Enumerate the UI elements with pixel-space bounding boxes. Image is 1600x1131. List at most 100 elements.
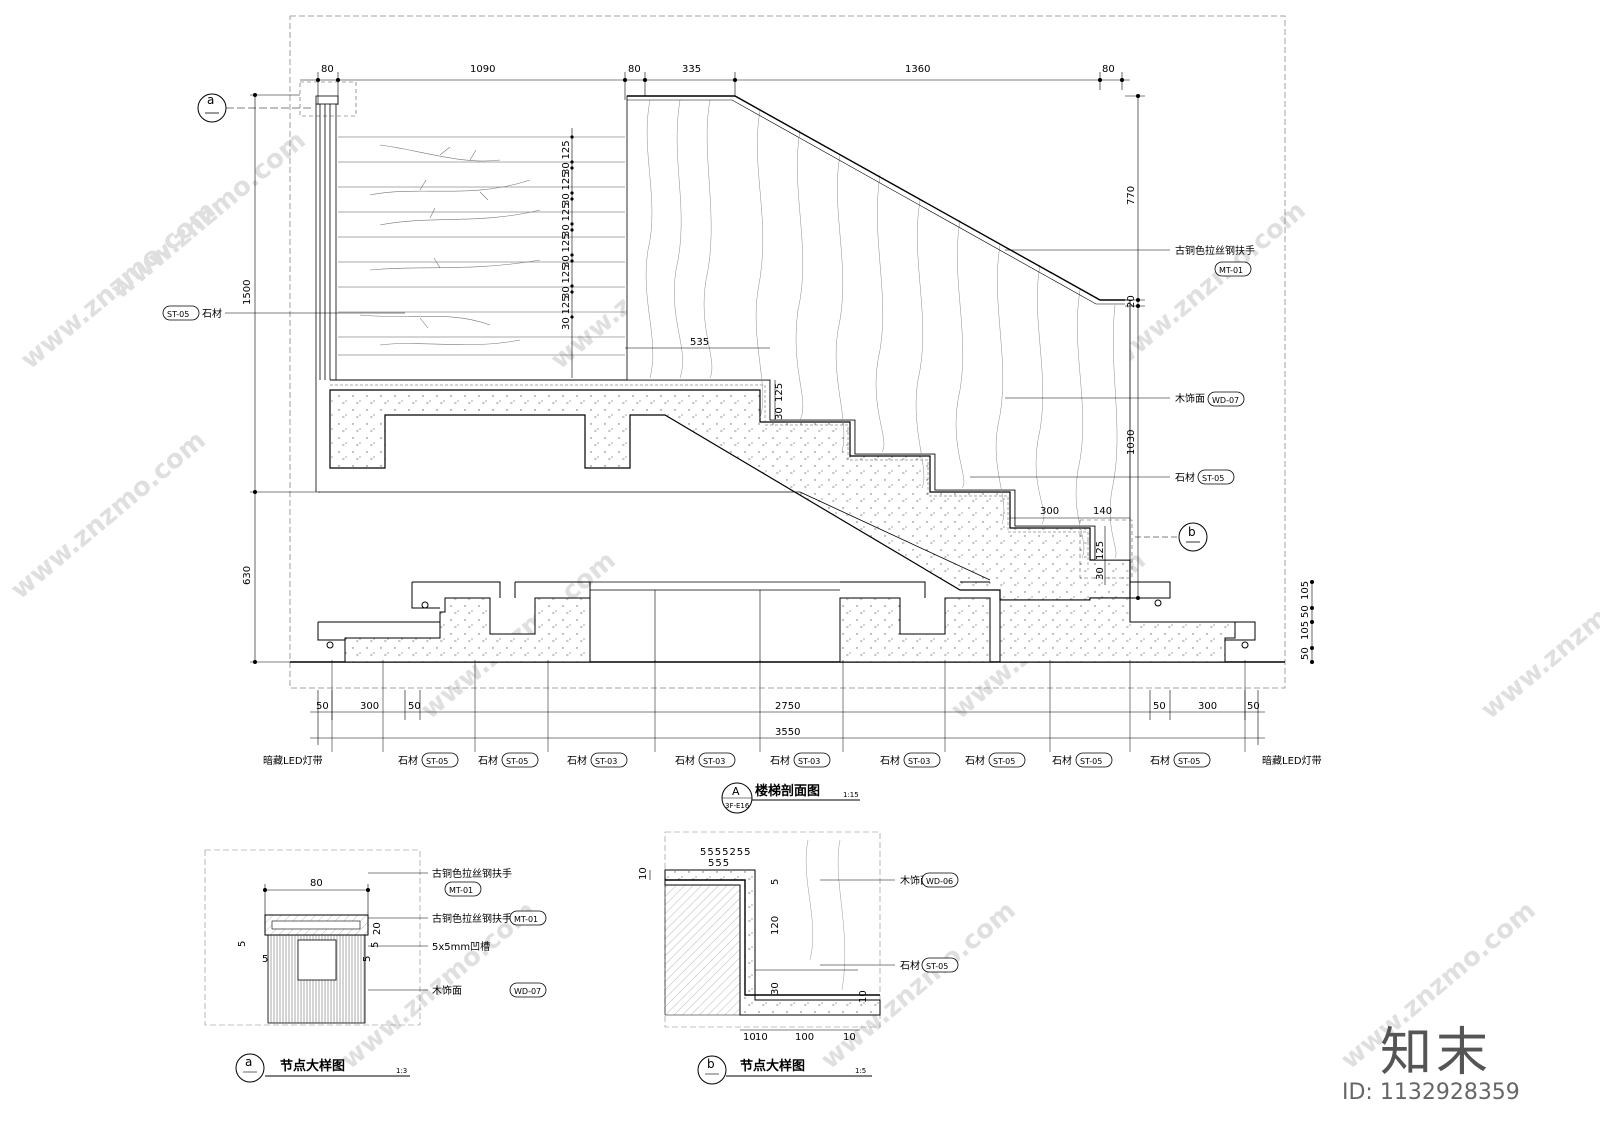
svg-text:暗藏LED灯带: 暗藏LED灯带 [1262, 754, 1322, 767]
dim-top-2: 1090 [470, 64, 495, 75]
detail-b-top-dims-2: 555 [708, 858, 730, 869]
svg-text:a: a [207, 93, 214, 107]
svg-text:10: 10 [638, 867, 649, 880]
detail-a-frame [204, 849, 421, 1026]
rail-spacing-dim: 125 [561, 264, 572, 283]
svg-text:www.znzmo.com: www.znzmo.com [1105, 195, 1311, 375]
bottom-label: 石材 ST-03 [567, 752, 628, 768]
svg-text:石材: 石材 [900, 959, 920, 972]
section-mark-b: b [1079, 519, 1208, 579]
detail-b-drawing [664, 839, 881, 1016]
dim-top-3: 80 [628, 64, 641, 75]
svg-text:ST-03: ST-03 [798, 757, 820, 766]
svg-text:125: 125 [774, 383, 785, 402]
svg-text:ST-05: ST-05 [1080, 757, 1102, 766]
detail-a-title: a 节点大样图 1:3 [235, 1053, 410, 1083]
svg-text:5: 5 [362, 956, 373, 962]
svg-text:木饰面: 木饰面 [432, 984, 462, 997]
svg-text:535: 535 [690, 337, 709, 348]
svg-text:ST-05: ST-05 [993, 757, 1015, 766]
rail-spacing-dim: 30 [561, 317, 572, 330]
bottom-label: 石材 ST-05 [478, 752, 539, 768]
svg-text:50: 50 [408, 701, 421, 712]
rail-spacing-dim: 30 [561, 224, 572, 237]
detail-a-callout: 5x5mm凹槽 [368, 940, 490, 953]
svg-text:1:5: 1:5 [855, 1067, 866, 1075]
svg-text:30: 30 [774, 407, 785, 420]
svg-text:ST-03: ST-03 [908, 757, 930, 766]
dim-top-6: 80 [1102, 64, 1115, 75]
svg-text:古铜色拉丝钢扶手: 古铜色拉丝钢扶手 [1175, 244, 1255, 257]
dim-top-4: 335 [682, 64, 701, 75]
svg-text:5: 5 [370, 942, 381, 948]
rail-spacing-dim: 30 [561, 162, 572, 175]
callout-stone-right: 石材 ST-05 [970, 469, 1235, 485]
svg-text:3550: 3550 [775, 727, 800, 738]
svg-text:300: 300 [360, 701, 379, 712]
svg-text:ST-05: ST-05 [1178, 757, 1200, 766]
brand-id: ID: 1132928359 [1342, 1080, 1520, 1105]
rail-spacing-dim: 30 [561, 286, 572, 299]
svg-text:ST-05: ST-05 [426, 757, 448, 766]
detail-a-drawing: 80 [263, 878, 370, 1024]
svg-text:ST-03: ST-03 [595, 757, 617, 766]
svg-text:300: 300 [1198, 701, 1217, 712]
rail-spacing-dim: 125 [561, 202, 572, 221]
dim-left-630: 630 [242, 566, 253, 585]
glass-rail-post [315, 95, 339, 492]
svg-text:WD-07: WD-07 [514, 987, 541, 996]
svg-text:石材: 石材 [675, 754, 695, 767]
dim-left-1500: 1500 [242, 280, 253, 305]
svg-text:50: 50 [1300, 647, 1311, 660]
svg-text:5: 5 [262, 954, 268, 965]
detail-b-title: b 节点大样图 1:5 [697, 1055, 872, 1085]
svg-text:10: 10 [843, 1032, 856, 1043]
svg-text:30: 30 [770, 982, 781, 995]
branch-pattern [359, 144, 541, 346]
svg-text:楼梯剖面图: 楼梯剖面图 [755, 783, 820, 799]
svg-text:ST-05: ST-05 [1202, 474, 1224, 483]
dim-right-1030: 1030 [1126, 430, 1137, 455]
svg-text:www.znzmo.com: www.znzmo.com [1475, 545, 1600, 725]
svg-text:30: 30 [1095, 567, 1106, 580]
callout-wood: 木饰面 WD-07 [1005, 391, 1245, 407]
svg-text:a: a [245, 1055, 252, 1069]
svg-text:MT-01: MT-01 [1219, 266, 1243, 275]
svg-text:石材: 石材 [202, 307, 222, 320]
rail-spacing-dim: 125 [561, 140, 572, 159]
horizontal-rails [338, 136, 625, 356]
drawing-frame [289, 15, 1286, 689]
svg-text:ST-05: ST-05 [506, 757, 528, 766]
svg-text:100: 100 [795, 1032, 814, 1043]
svg-text:www.znzmo.com: www.znzmo.com [815, 895, 1021, 1075]
dim-right-20: 20 [1126, 295, 1137, 308]
svg-text:节点大样图: 节点大样图 [740, 1058, 805, 1074]
svg-text:石材: 石材 [478, 754, 498, 767]
dim-top-5: 1360 [905, 64, 930, 75]
svg-text:2750: 2750 [775, 701, 800, 712]
bottom-label: 石材 ST-05 [965, 752, 1026, 768]
svg-text:10: 10 [755, 1032, 768, 1043]
detail-b-top-dims-1: 5555255 [700, 847, 752, 858]
callout-stone-left: ST-05 石材 [162, 305, 405, 321]
rail-spacing-dim: 125 [561, 295, 572, 314]
rail-spacing-dim: 30 [561, 255, 572, 268]
svg-text:古铜色拉丝钢扶手: 古铜色拉丝钢扶手 [432, 912, 512, 925]
svg-text:石材: 石材 [567, 754, 587, 767]
dim-top-1: 80 [321, 64, 334, 75]
main-section-title: A 3F-E16 楼梯剖面图 1:15 [721, 782, 860, 814]
callout-handrail: 古铜色拉丝钢扶手 MT-01 [1005, 244, 1255, 277]
svg-text:石材: 石材 [965, 754, 985, 767]
svg-text:140: 140 [1093, 506, 1112, 517]
